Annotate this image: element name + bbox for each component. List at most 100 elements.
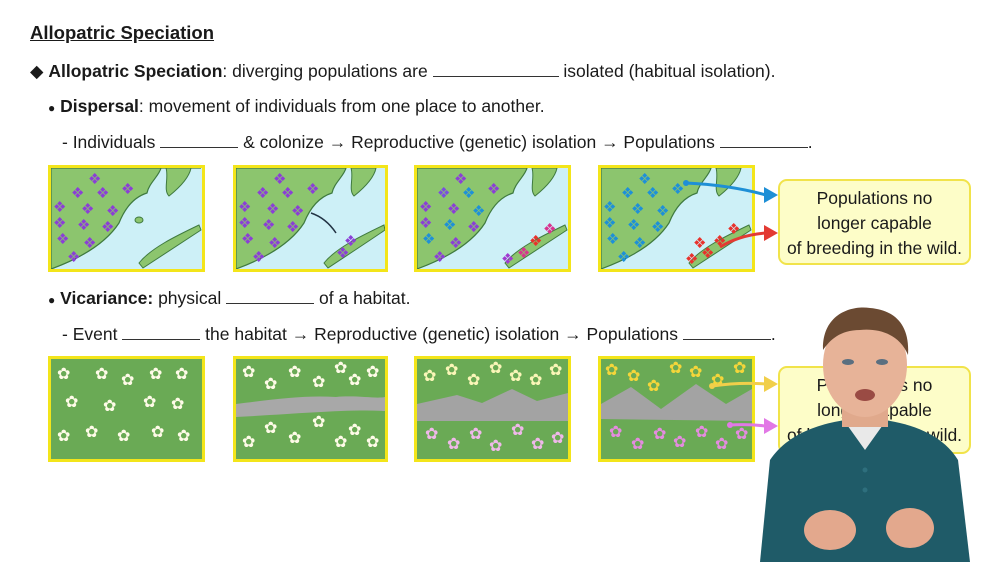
svg-text:❖: ❖	[517, 245, 530, 262]
river-rift	[236, 396, 385, 417]
svg-text:❖: ❖	[617, 249, 630, 266]
svg-text:❖: ❖	[543, 221, 556, 238]
period: .	[807, 132, 813, 152]
svg-text:❖: ❖	[467, 219, 480, 236]
svg-text:❖: ❖	[238, 199, 251, 216]
svg-text:❖: ❖	[646, 185, 659, 202]
flower-icons: ✿✿✿✿✿✿✿	[423, 360, 562, 389]
svg-text:✿: ✿	[85, 424, 98, 441]
field-panel-4: ✿✿✿✿✿✿✿ ✿✿✿✿✿✿✿	[598, 356, 755, 462]
svg-text:✿: ✿	[242, 434, 255, 451]
svg-text:✿: ✿	[469, 426, 482, 443]
svg-text:✿: ✿	[673, 434, 686, 451]
svg-text:❖: ❖	[462, 185, 475, 202]
svg-text:✿: ✿	[509, 368, 522, 385]
svg-text:✿: ✿	[171, 396, 184, 413]
svg-text:❖: ❖	[633, 235, 646, 252]
callout-arrows-dispersal	[683, 180, 778, 249]
dispersal-definition: : movement of individuals from one place…	[138, 96, 545, 116]
pink-arrow-icon	[764, 418, 778, 434]
blank-isolated	[432, 62, 559, 77]
blank-individuals	[160, 133, 239, 148]
svg-text:✿: ✿	[264, 376, 277, 393]
svg-text:❖: ❖	[101, 219, 114, 236]
svg-text:❖: ❖	[472, 203, 485, 220]
svg-text:❖: ❖	[501, 251, 514, 268]
svg-text:❖: ❖	[71, 185, 84, 202]
dispersal-line: - Individuals & colonize → Reproductive …	[62, 132, 813, 153]
presenter-video-overlay	[760, 307, 970, 562]
svg-text:✿: ✿	[242, 364, 255, 381]
svg-text:✿: ✿	[627, 368, 640, 385]
svg-text:❖: ❖	[291, 203, 304, 220]
svg-text:❖: ❖	[603, 199, 616, 216]
svg-text:✿: ✿	[695, 424, 708, 441]
butterfly-icons: ❖❖❖❖ ❖❖❖ ❖❖❖ ❖❖❖ ❖❖	[238, 171, 357, 266]
svg-text:❖: ❖	[621, 185, 634, 202]
bullet-icon: ●	[48, 101, 56, 115]
svg-text:❖: ❖	[106, 203, 119, 220]
blank-event	[122, 325, 201, 340]
svg-text:✿: ✿	[312, 374, 325, 391]
blue-arrow-icon	[764, 187, 778, 203]
svg-text:❖: ❖	[273, 171, 286, 188]
butterfly-icons: ❖❖❖❖ ❖❖❖ ❖❖❖ ❖❖❖	[53, 171, 134, 266]
svg-text:❖: ❖	[241, 231, 254, 248]
map-illustration: ❖❖❖❖ ❖❖❖ ❖❖❖ ❖❖❖	[51, 168, 202, 269]
svg-text:❖: ❖	[96, 185, 109, 202]
svg-text:✿: ✿	[312, 414, 325, 431]
svg-text:❖: ❖	[631, 201, 644, 218]
svg-text:❖: ❖	[603, 215, 616, 232]
svg-text:❖: ❖	[627, 217, 640, 234]
svg-text:✿: ✿	[423, 368, 436, 385]
svg-text:✿: ✿	[149, 366, 162, 383]
svg-text:❖: ❖	[56, 231, 69, 248]
svg-text:✿: ✿	[551, 430, 564, 447]
svg-text:❖: ❖	[336, 245, 349, 262]
flower-icons: ✿✿✿✿✿ ✿✿✿✿ ✿✿✿✿✿	[57, 366, 190, 445]
map-panel-1: ❖❖❖❖ ❖❖❖ ❖❖❖ ❖❖❖	[48, 165, 205, 272]
svg-text:✿: ✿	[117, 428, 130, 445]
flower-icons: ✿✿✿✿✿✿✿	[605, 360, 746, 395]
field-panel-3: ✿✿✿✿✿✿✿ ✿✿✿✿✿✿✿	[414, 356, 571, 462]
svg-text:✿: ✿	[489, 438, 502, 455]
svg-text:❖: ❖	[656, 203, 669, 220]
main-text-after: isolated (habitual isolation).	[558, 61, 776, 81]
svg-text:✿: ✿	[288, 430, 301, 447]
svg-text:✿: ✿	[175, 366, 188, 383]
vicariance-line: - Event the habitat → Reproductive (gene…	[62, 324, 776, 345]
svg-text:❖: ❖	[671, 181, 684, 198]
callout-line: of breeding in the wild.	[786, 238, 963, 258]
callout-dispersal: Populations no longer capable of breedin…	[778, 179, 971, 265]
svg-text:✿: ✿	[647, 378, 660, 395]
vicariance-bullet: ● Vicariance: physical of a habitat.	[48, 288, 410, 309]
svg-text:✿: ✿	[121, 372, 134, 389]
svg-text:❖: ❖	[651, 219, 664, 236]
map-panel-2: ❖❖❖❖ ❖❖❖ ❖❖❖ ❖❖❖ ❖❖	[233, 165, 388, 272]
callout-line: Populations no	[816, 188, 933, 208]
flower-illustration: ✿✿✿✿✿✿✿ ✿✿✿✿✿✿✿	[417, 360, 568, 455]
mountains	[417, 389, 568, 421]
dispersal-line-prefix: - Individuals	[62, 132, 161, 152]
svg-text:✿: ✿	[177, 428, 190, 445]
dispersal-arrow	[310, 212, 337, 234]
svg-text:❖: ❖	[67, 249, 80, 266]
diamond-bullet-icon: ◆	[30, 61, 44, 81]
period: .	[770, 324, 776, 344]
svg-text:❖: ❖	[638, 171, 651, 188]
svg-text:✿: ✿	[57, 428, 70, 445]
dispersal-line-mid: & colonize → Reproductive (genetic) isol…	[238, 132, 720, 152]
svg-text:❖: ❖	[437, 185, 450, 202]
svg-text:✿: ✿	[653, 426, 666, 443]
blank-division	[226, 289, 315, 304]
svg-text:❖: ❖	[487, 181, 500, 198]
svg-text:❖: ❖	[727, 221, 740, 238]
svg-text:❖: ❖	[449, 235, 462, 252]
yellow-arrow-icon	[764, 376, 778, 392]
svg-text:❖: ❖	[433, 249, 446, 266]
svg-text:❖: ❖	[53, 215, 66, 232]
svg-text:✿: ✿	[366, 364, 379, 381]
svg-text:✿: ✿	[733, 360, 746, 377]
svg-text:❖: ❖	[268, 235, 281, 252]
flower-illustration: ✿✿✿✿✿✿✿ ✿✿✿✿✿✿✿	[236, 360, 385, 451]
